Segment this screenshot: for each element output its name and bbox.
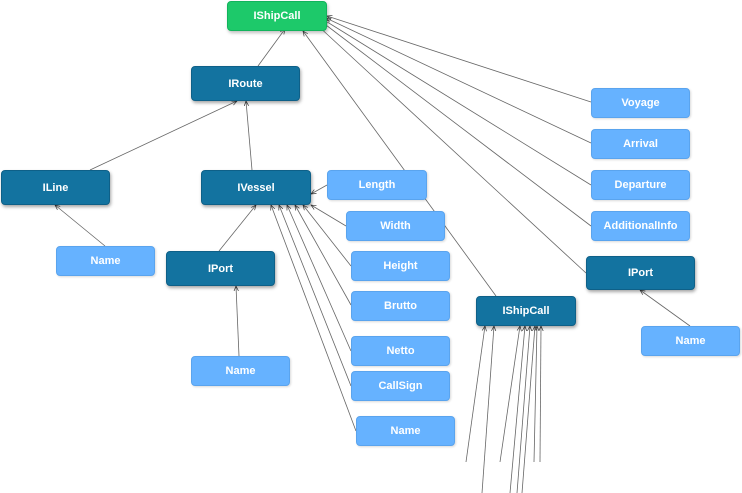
- node-brutto[interactable]: Brutto: [351, 291, 450, 321]
- edge-vessel-name-to-ivessel: [271, 205, 357, 432]
- node-iport-root[interactable]: IPort: [586, 256, 695, 290]
- edge-iline-to-iroute: [89, 100, 237, 171]
- edge-offscreen-g-to-ishipcall-child: [533, 326, 537, 463]
- edge-iroute-to-ishipcall: [257, 29, 285, 67]
- edge-iport-to-ishipcall: [316, 24, 587, 274]
- edge-brutto-to-ivessel: [295, 205, 352, 306]
- edge-offscreen-h-to-ishipcall-child: [540, 326, 541, 463]
- edge-port-name-to-iport: [236, 286, 240, 357]
- edge-additionalinfo-to-ishipcall: [322, 22, 592, 227]
- node-ishipcall-root[interactable]: IShipCall: [227, 1, 327, 31]
- node-voyage[interactable]: Voyage: [591, 88, 690, 118]
- edge-ishipcall-child-to-ishipcall: [303, 31, 497, 297]
- edge-departure-to-ishipcall: [324, 20, 592, 186]
- node-width[interactable]: Width: [346, 211, 445, 241]
- node-vessel-name[interactable]: Name: [356, 416, 455, 446]
- edge-offscreen-c-to-ishipcall-child: [499, 326, 520, 463]
- node-ishipcall-child[interactable]: IShipCall: [476, 296, 576, 326]
- node-line-name[interactable]: Name: [56, 246, 155, 276]
- node-netto[interactable]: Netto: [351, 336, 450, 366]
- node-iline[interactable]: ILine: [1, 170, 110, 205]
- node-additionalinfo[interactable]: AdditionalInfo: [591, 211, 690, 241]
- edge-port2-name-to-iport: [640, 290, 691, 327]
- node-callsign[interactable]: CallSign: [351, 371, 450, 401]
- edge-length-to-ivessel: [311, 184, 328, 194]
- edge-ivessel-to-iroute: [246, 101, 253, 171]
- edge-callsign-to-ivessel: [279, 205, 352, 387]
- node-port2-name[interactable]: Name: [641, 326, 740, 356]
- edge-offscreen-a-to-ishipcall-child: [465, 326, 485, 463]
- edge-netto-to-ivessel: [286, 205, 352, 352]
- edge-height-to-ivessel: [303, 205, 352, 267]
- node-length[interactable]: Length: [327, 170, 427, 200]
- node-departure[interactable]: Departure: [591, 170, 690, 200]
- edge-line-name-to-iline: [55, 205, 106, 247]
- node-arrival[interactable]: Arrival: [591, 129, 690, 159]
- edge-offscreen-d-to-ishipcall-child: [509, 326, 525, 493]
- edge-offscreen-b-to-ishipcall-child: [481, 326, 494, 493]
- edge-voyage-to-ishipcall: [327, 16, 592, 103]
- edge-arrival-to-ishipcall: [326, 17, 592, 144]
- edge-offscreen-f-to-ishipcall-child: [521, 326, 535, 493]
- edge-offscreen-e-to-ishipcall-child: [516, 326, 530, 493]
- node-iport-vessel[interactable]: IPort: [166, 251, 275, 286]
- node-port-name[interactable]: Name: [191, 356, 290, 386]
- node-iroute[interactable]: IRoute: [191, 66, 300, 101]
- node-ivessel[interactable]: IVessel: [201, 170, 311, 205]
- edge-width-to-ivessel: [311, 205, 347, 227]
- node-height[interactable]: Height: [351, 251, 450, 281]
- edge-iport-to-ivessel: [218, 205, 256, 252]
